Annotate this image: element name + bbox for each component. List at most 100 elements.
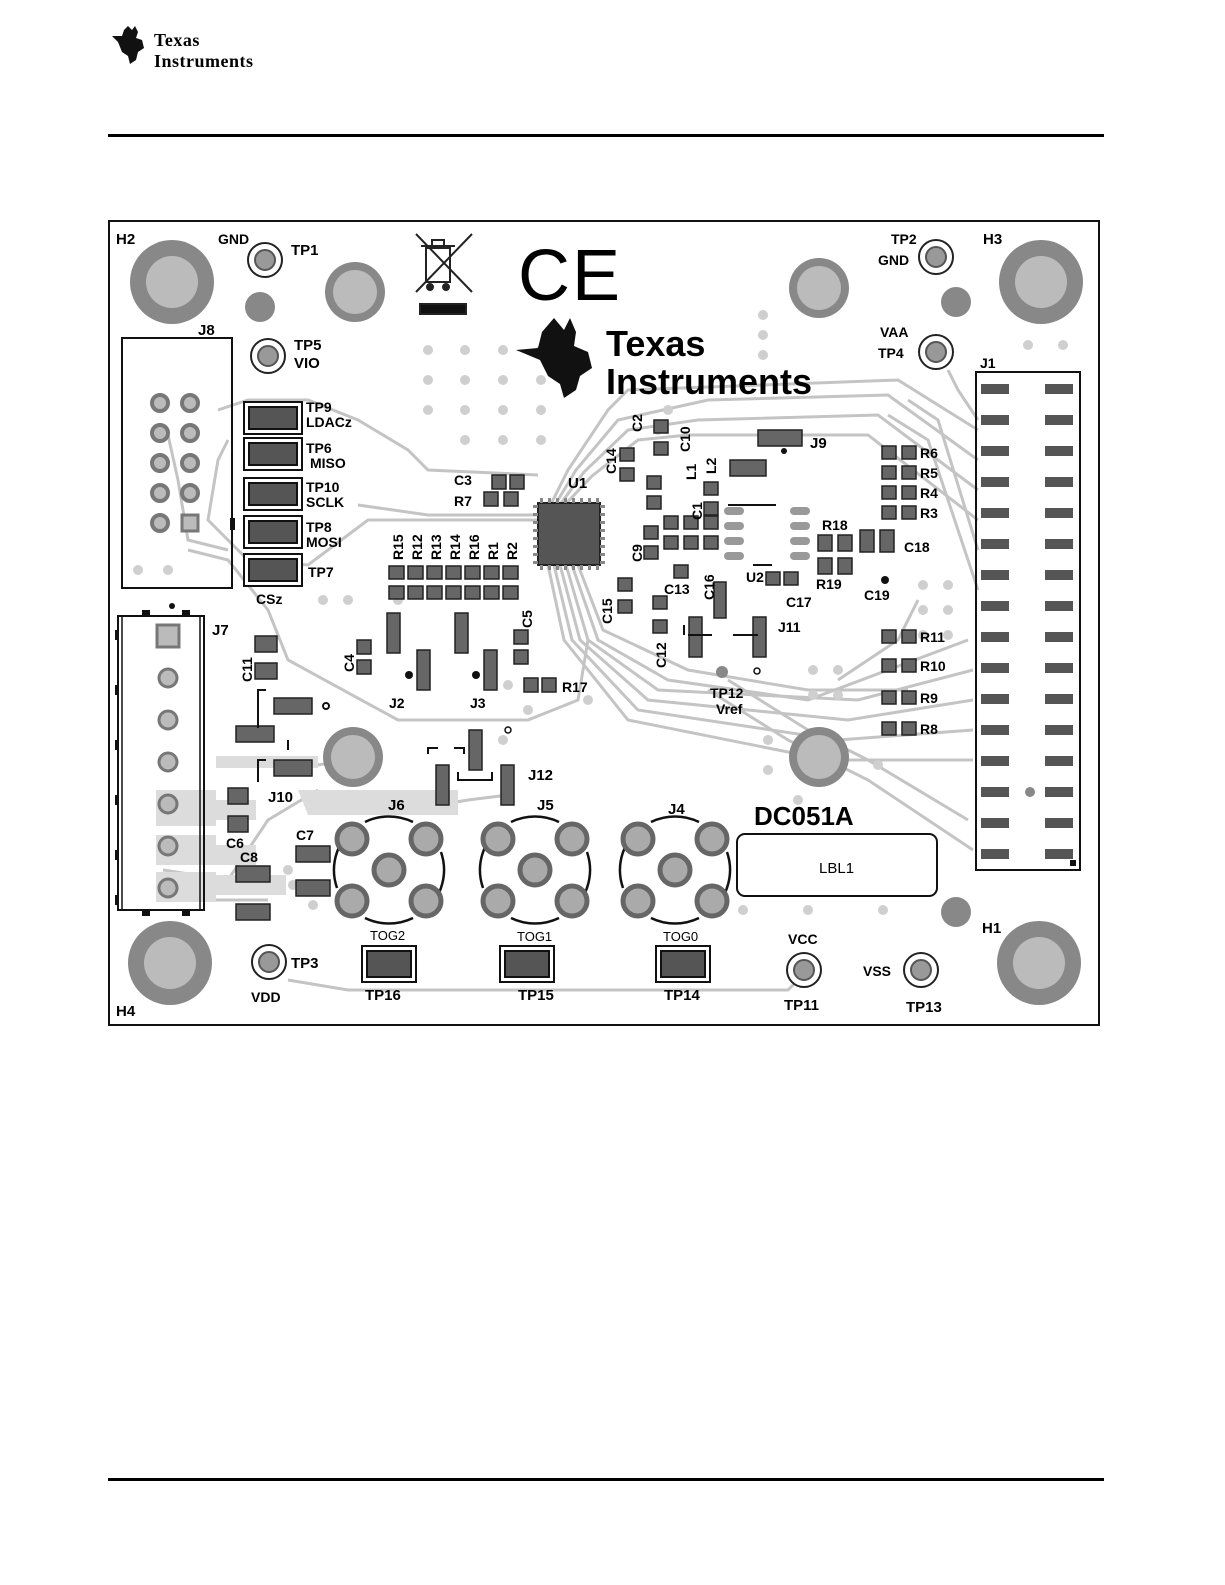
tp16-net-label: TOG2 [370, 928, 405, 943]
j11-label: J11 [778, 619, 801, 635]
j2-j3-jumpers [356, 612, 557, 693]
tp1-net-label: GND [218, 231, 249, 247]
j1-label: J1 [980, 355, 996, 371]
tp6-net-label: MISO [310, 455, 346, 471]
r18-label: R18 [822, 517, 848, 533]
r1-label: R1 [485, 542, 501, 560]
tp8-net-label: MOSI [306, 534, 342, 550]
trace-layer [162, 369, 980, 992]
hole-h4-label: H4 [116, 1003, 136, 1020]
tp6-label: TP6 [306, 440, 332, 456]
j12-label: J12 [528, 767, 553, 784]
tp10-net-label: SCLK [306, 494, 344, 510]
c12-label: C12 [653, 642, 669, 668]
r13-label: R13 [428, 534, 444, 560]
j9-label: J9 [810, 435, 827, 452]
c19-label: C19 [864, 587, 890, 603]
r15-label: R15 [390, 534, 406, 560]
c15-label: C15 [599, 598, 615, 624]
tp9-label: TP9 [306, 399, 332, 415]
l1-label: L1 [683, 463, 699, 480]
c11-label: C11 [239, 657, 255, 682]
tp13-label: TP13 [906, 999, 942, 1016]
j10-label: J10 [268, 789, 293, 806]
pcb-silkscreen-figure: H2 H3 H1 H4 CE Texas Instruments GND TP1… [108, 220, 1100, 1026]
r8-label: R8 [920, 721, 938, 737]
mounting-holes [128, 240, 1083, 1005]
c8-label: C8 [240, 849, 258, 865]
r19-label: R19 [816, 576, 842, 592]
left-passives [227, 635, 331, 921]
tp3-label: TP3 [291, 955, 319, 972]
r17-label: R17 [562, 679, 588, 695]
resistor-row-pads [388, 565, 519, 600]
label-box [736, 833, 938, 897]
tp4-net-label: VAA [880, 324, 909, 340]
tp13-net-label: VSS [863, 963, 891, 979]
c17-label: C17 [786, 594, 812, 610]
ti-logo-icon [112, 26, 144, 64]
label-box-text: LBL1 [819, 860, 854, 877]
tp9-net-label: LDACz [306, 414, 352, 430]
j6-label: J6 [388, 797, 405, 814]
j4-label: J4 [668, 801, 685, 818]
weee-bin-icon [415, 233, 473, 315]
c9-label: C9 [629, 544, 645, 562]
r14-label: R14 [447, 534, 463, 560]
c2-label: C2 [629, 414, 645, 432]
c10-label: C10 [677, 426, 693, 452]
c14-label: C14 [603, 448, 619, 474]
board-name: DC051A [754, 801, 854, 831]
tp14-label: TP14 [664, 987, 701, 1004]
tp8-label: TP8 [306, 519, 332, 535]
j2-label: J2 [389, 695, 405, 711]
c1-label: C1 [689, 502, 705, 520]
tp12-net-label: Vref [716, 701, 743, 717]
c18-label: C18 [904, 539, 930, 555]
tog-pads [361, 945, 711, 983]
ti-silkscreen-logo: Texas Instruments [516, 318, 812, 402]
tp15-net-label: TOG1 [517, 929, 552, 944]
r16-label: R16 [466, 534, 482, 560]
r7-label: R7 [454, 493, 472, 509]
footer-rule [108, 1478, 1104, 1481]
tp12-label: TP12 [710, 685, 744, 701]
tp4-label: TP4 [878, 345, 904, 361]
u1-label: U1 [568, 475, 587, 492]
spi-testpoint-pads [243, 401, 303, 587]
j1-connector [975, 371, 1081, 871]
c5-label: C5 [519, 610, 535, 628]
tp3-net-label: VDD [251, 989, 281, 1005]
tp1-label: TP1 [291, 242, 319, 259]
r6-label: R6 [920, 445, 938, 461]
ce-mark: CE [518, 236, 622, 316]
r11-label: R11 [920, 629, 945, 645]
c6-label: C6 [226, 835, 244, 851]
r5-label: R5 [920, 465, 938, 481]
right-resistor-pads [881, 445, 917, 736]
u1-ic [533, 498, 605, 570]
c13-label: C13 [664, 581, 690, 597]
u2-pins [724, 507, 810, 560]
tp16-label: TP16 [365, 987, 401, 1004]
c4-label: C4 [341, 654, 357, 672]
tp11-label: TP11 [784, 997, 819, 1014]
r9-label: R9 [920, 690, 938, 706]
l2-label: L2 [703, 457, 719, 474]
ti-wordmark-line2: Instruments [154, 51, 254, 71]
j3-label: J3 [470, 695, 486, 711]
hole-h1-label: H1 [982, 920, 1001, 937]
j8-header [121, 337, 235, 589]
j7-label: J7 [212, 622, 229, 639]
c3-r7-pads [483, 474, 525, 507]
tp5-net-label: VIO [294, 355, 320, 372]
power-section-passives [617, 419, 895, 658]
tp2-net-label: GND [878, 252, 909, 268]
u2-label: U2 [746, 569, 764, 585]
tp7-net-label: CSz [256, 591, 282, 607]
silk-logo-line2: Instruments [606, 361, 812, 402]
silk-logo-line1: Texas [606, 323, 705, 364]
tp7-label: TP7 [308, 564, 334, 580]
j8-label: J8 [198, 322, 215, 339]
ti-header-logo: Texas Instruments [108, 22, 308, 74]
